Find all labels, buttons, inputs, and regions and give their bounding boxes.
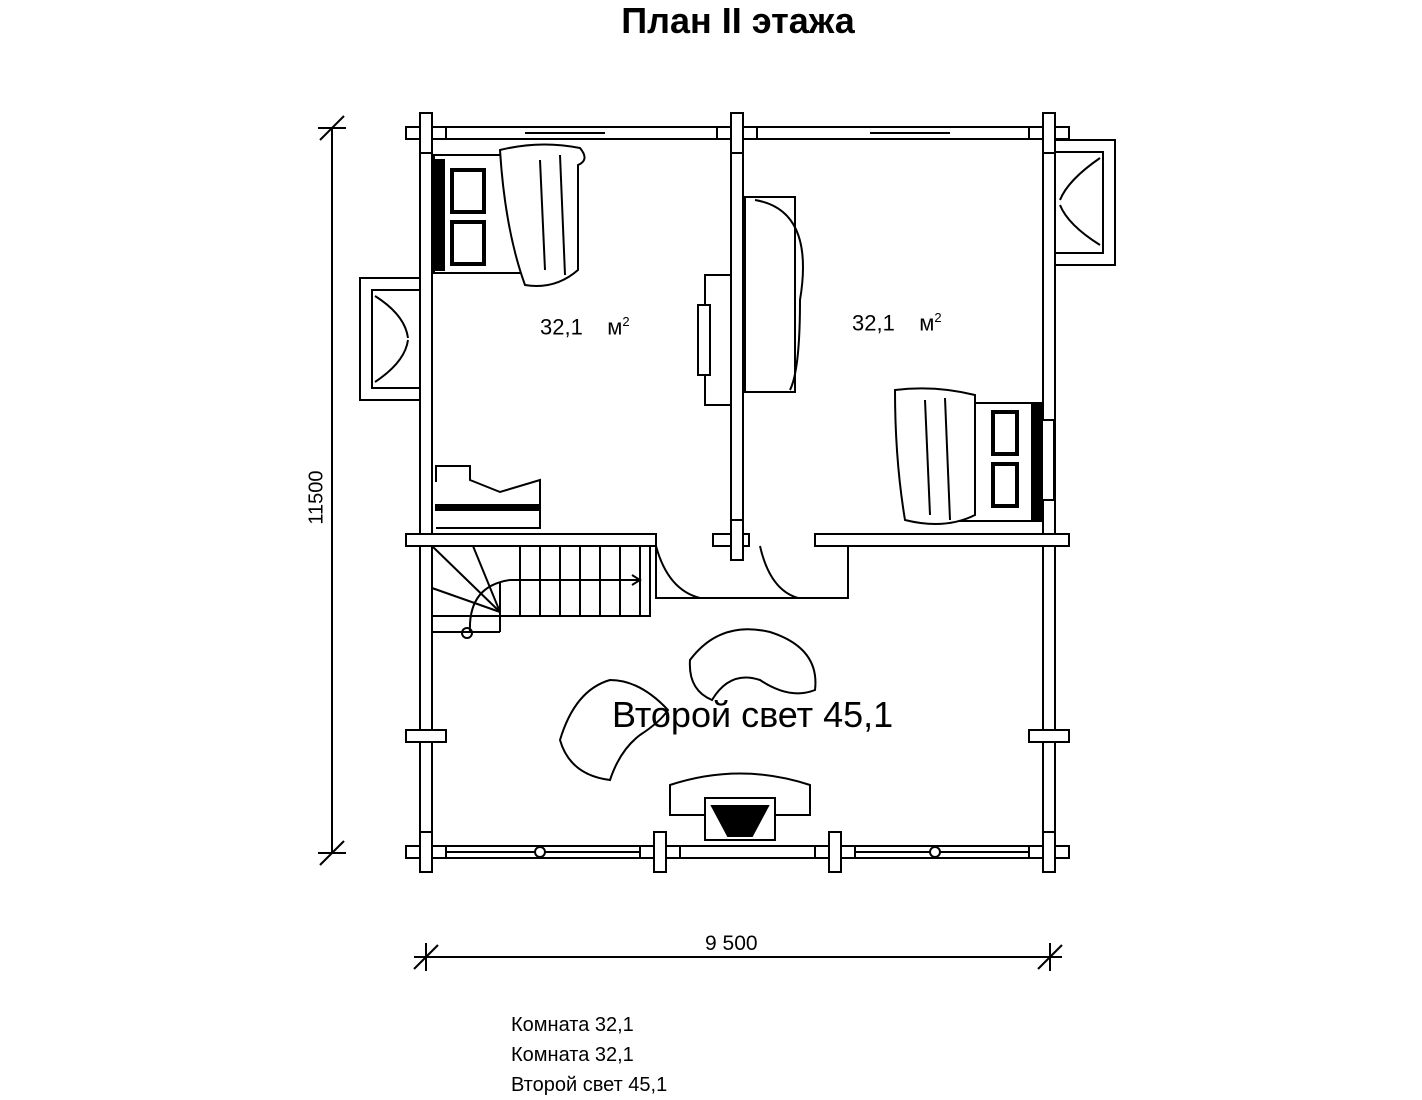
room-area-label: 32,1 м2: [540, 314, 630, 340]
legend: Комната 32,1 Комната 32,1 Второй свет 45…: [511, 1010, 667, 1100]
stairs: [431, 545, 651, 639]
sauna-unit: [435, 465, 541, 529]
dimension-width-label: 9 500: [705, 932, 758, 955]
plan-title: План II этажа: [621, 0, 855, 41]
second-light-label: Второй свет 45,1: [612, 694, 894, 735]
left-bay: [359, 277, 420, 401]
legend-item: Второй свет 45,1: [511, 1074, 668, 1096]
room-area-unit: м: [607, 314, 623, 340]
room-area-unit: м: [919, 310, 935, 336]
doors: [374, 157, 1101, 599]
room-area-label: 32,1 м2: [852, 310, 942, 336]
sofa-set: [558, 628, 817, 841]
room-area-unit-sup: 2: [934, 310, 942, 325]
dimension-height-label: 11500: [305, 470, 328, 525]
bed-right: [893, 387, 1055, 525]
room-area-unit-sup: 2: [622, 314, 630, 329]
room-area-value: 32,1: [852, 310, 895, 336]
wardrobe: [697, 196, 804, 406]
dimension-horizontal: [413, 943, 1063, 971]
legend-item: Комната 32,1: [511, 1014, 634, 1036]
dimension-vertical: [318, 115, 346, 866]
bed-left: [433, 143, 586, 287]
legend-item: Комната 32,1: [511, 1044, 634, 1066]
right-bay: [1055, 139, 1116, 266]
room-area-value: 32,1: [540, 314, 583, 340]
